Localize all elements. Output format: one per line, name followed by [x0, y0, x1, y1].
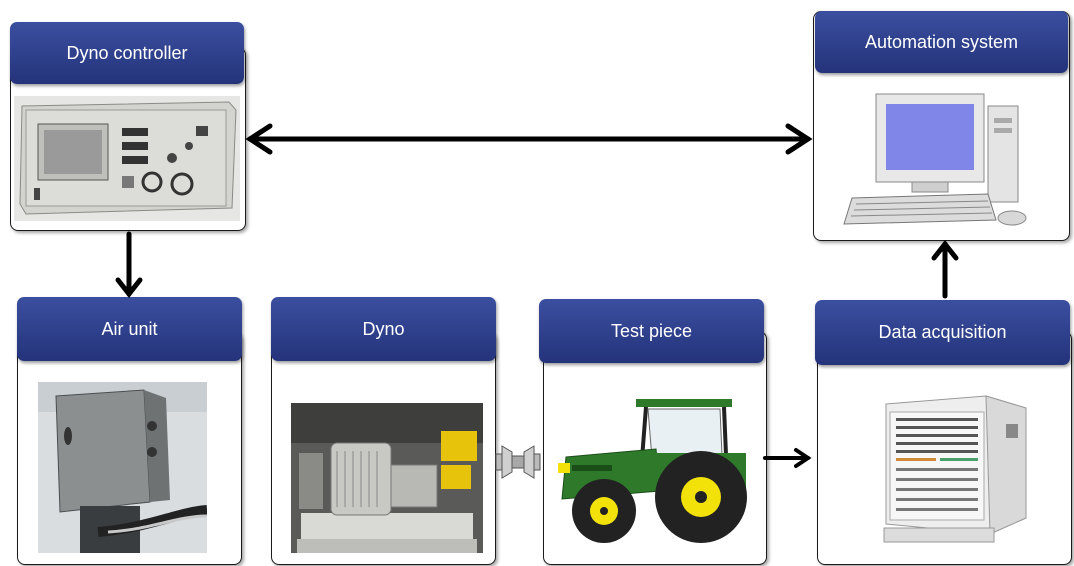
automation-system-header: Automation system	[815, 11, 1068, 73]
dyno-image	[291, 403, 483, 553]
bidirectional-arrow	[245, 123, 813, 155]
dyno-controller-header: Dyno controller	[10, 22, 244, 84]
dyno-controller-image	[14, 96, 240, 221]
acquisition-to-automation-arrow	[931, 239, 959, 299]
air-unit-header: Air unit	[17, 297, 242, 361]
data-acquisition-header: Data acquisition	[815, 300, 1070, 365]
test-piece-header: Test piece	[539, 299, 764, 363]
tractor-image	[558, 399, 747, 543]
tractor-to-acquisition-arrow	[763, 448, 812, 468]
dyno-header: Dyno	[271, 297, 496, 361]
air-unit-image	[38, 382, 207, 553]
computer-image	[843, 93, 1027, 226]
controller-to-air-unit-arrow	[115, 231, 143, 299]
data-acquisition-image	[883, 395, 1027, 543]
coupling-image	[495, 445, 541, 479]
